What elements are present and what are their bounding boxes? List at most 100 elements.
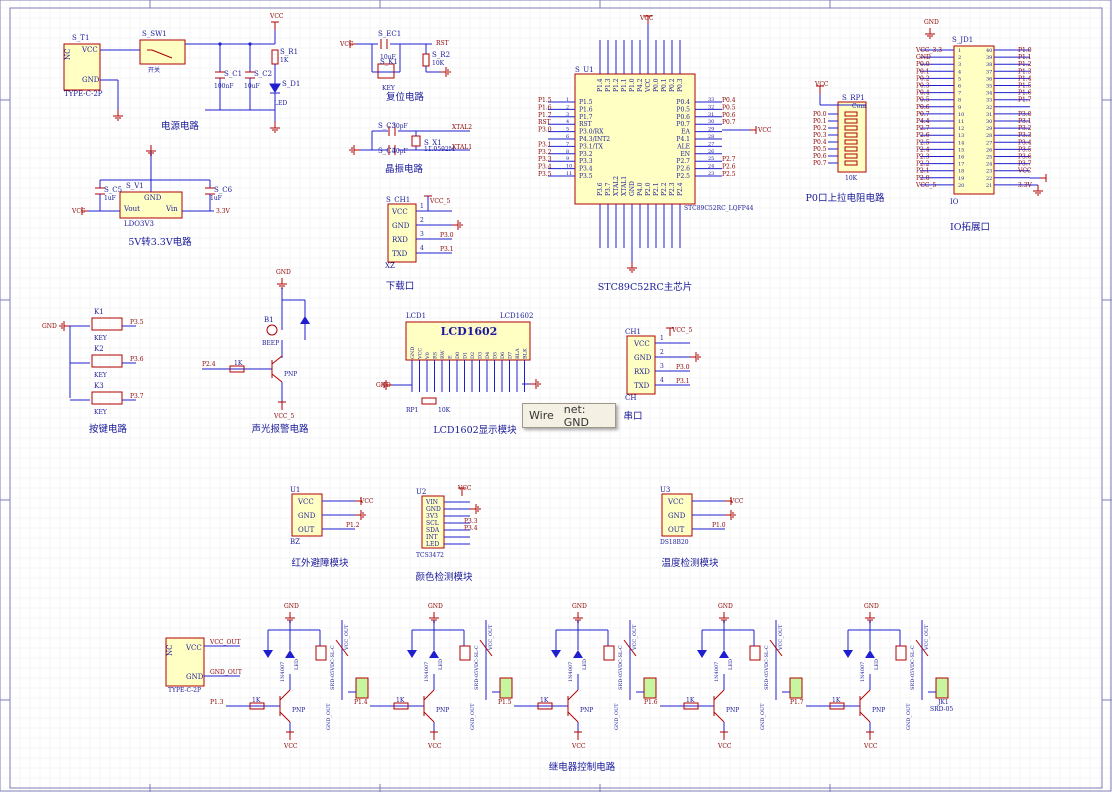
pin-number: 27 [708, 141, 714, 147]
net-label: P3.7 [1018, 161, 1032, 168]
resistor [271, 49, 279, 65]
lcd-title: LCD1602 [441, 325, 498, 338]
led-label: LED [294, 659, 300, 670]
pin-label: VCC [185, 644, 202, 652]
net-label: VCC [717, 743, 732, 750]
download-name: XZ [385, 262, 395, 270]
resistor [537, 702, 553, 710]
net-label: P0.4 [916, 90, 930, 97]
diode-label: 1N4007 [860, 662, 866, 682]
led-symbol [269, 83, 281, 93]
mcu-pin: XTAL2 [613, 176, 620, 196]
res-value: 1K [832, 697, 841, 704]
led-value: LED [274, 100, 287, 107]
pot-ref: RP1 [406, 407, 418, 414]
pin-number: 2 [566, 104, 569, 110]
pin-number: 7 [566, 141, 569, 147]
lcd-part: LCD1602 [500, 312, 533, 320]
net-label: P3.5 [538, 171, 552, 178]
pin-number: 34 [986, 91, 992, 97]
pnp [567, 711, 579, 723]
mcu-pin: P3.7 [605, 182, 612, 196]
mcu-pin: P2.1 [653, 182, 660, 196]
pin-number: 18 [958, 169, 964, 175]
pin-number: 11 [958, 119, 964, 125]
mcu-pin: GND [629, 181, 636, 196]
pin-number: 7 [958, 91, 961, 97]
lcd-pin: D5 [493, 352, 499, 359]
pin-number: 4 [660, 377, 664, 384]
net-label: RST [538, 119, 551, 126]
title-keys: 按键电路 [89, 423, 128, 435]
io-name: IO [950, 198, 959, 206]
relay-led [697, 650, 707, 658]
pin-label: INT [426, 534, 438, 541]
reset-key [377, 63, 395, 79]
io-ref: S_JD1 [952, 36, 973, 44]
relay-led [407, 650, 417, 658]
net-label: P1.7 [790, 699, 804, 706]
net-label: P0.5 [722, 104, 736, 111]
pin-number: 1 [958, 48, 961, 54]
pin-number: 4 [566, 119, 569, 125]
pin-number: 10 [566, 164, 572, 170]
net-label: P3.4 [538, 164, 552, 171]
pin-label: GND [82, 76, 100, 84]
ldo-part: LDO3V3 [124, 220, 154, 228]
title-download: 下载口 [386, 280, 415, 292]
net-label: GND [276, 269, 291, 276]
mcu-pin: P2.5 [676, 173, 690, 180]
pin-label: Vout [123, 205, 140, 213]
pin-number: 4 [420, 245, 424, 252]
pin-label: 3V3 [426, 513, 438, 520]
net-label: VCC [1017, 168, 1032, 175]
io-body [953, 45, 995, 195]
pin-label: VCC [391, 208, 408, 216]
net-label: P3.5 [1018, 146, 1032, 153]
net-label: P3.0 [538, 127, 552, 134]
mcu-pin: P0.6 [676, 114, 690, 121]
net-label: P3.3 [1018, 132, 1032, 139]
net-label: XTAL2 [452, 124, 472, 131]
res-value: 1K [396, 697, 405, 704]
relay-net: VCC_OUT [344, 624, 350, 651]
net-label: VCC_5 [429, 198, 451, 205]
net-label: GND_OUT [210, 669, 242, 676]
pin-number: 6 [958, 84, 961, 90]
key-ref: S_K1 [380, 58, 398, 66]
net-label: VCC_OUT [209, 639, 241, 646]
net-label: P1.5 [538, 97, 552, 104]
mcu-pin: P2.3 [669, 182, 676, 196]
cap-value: 10uF [380, 54, 396, 61]
power-jack-type: TYPE-C-2P [64, 90, 103, 98]
lcd-pin: BLA [515, 348, 521, 359]
pin-number: 30 [708, 119, 714, 125]
net-label: P3.6 [1018, 154, 1032, 161]
mcu-part: STC89C52RC_LQFP44 [684, 205, 754, 212]
cap-ref: S_C4 [378, 147, 397, 155]
pin-number: 29 [986, 126, 992, 132]
ldo-ref: S_V1 [126, 182, 144, 190]
pnp [567, 689, 579, 701]
lcd-pin: D2 [470, 352, 476, 359]
res-value: 1K [540, 697, 549, 704]
relay-jk-part: SRD-05 [930, 706, 953, 713]
net-label: P1.4 [354, 699, 368, 706]
lcd-pin: RW [440, 349, 446, 359]
ldo-body [119, 191, 183, 219]
net-label: P1.3 [210, 699, 224, 706]
pin-number: 26 [708, 149, 714, 155]
cap-ref: S_C5 [104, 186, 122, 194]
pin-number: 6 [566, 134, 569, 140]
relay-net: GND_OUT [614, 703, 620, 730]
net-label: P1.5 [1018, 83, 1032, 90]
pin-number: 15 [958, 147, 964, 153]
net-label: P1.4 [1018, 75, 1032, 82]
net-label: P1.7 [538, 112, 552, 119]
net-label: GND [284, 603, 299, 610]
download-ref: S_CH1 [386, 196, 410, 204]
key-label: KEY [382, 85, 396, 92]
led-label: LED [582, 659, 588, 670]
